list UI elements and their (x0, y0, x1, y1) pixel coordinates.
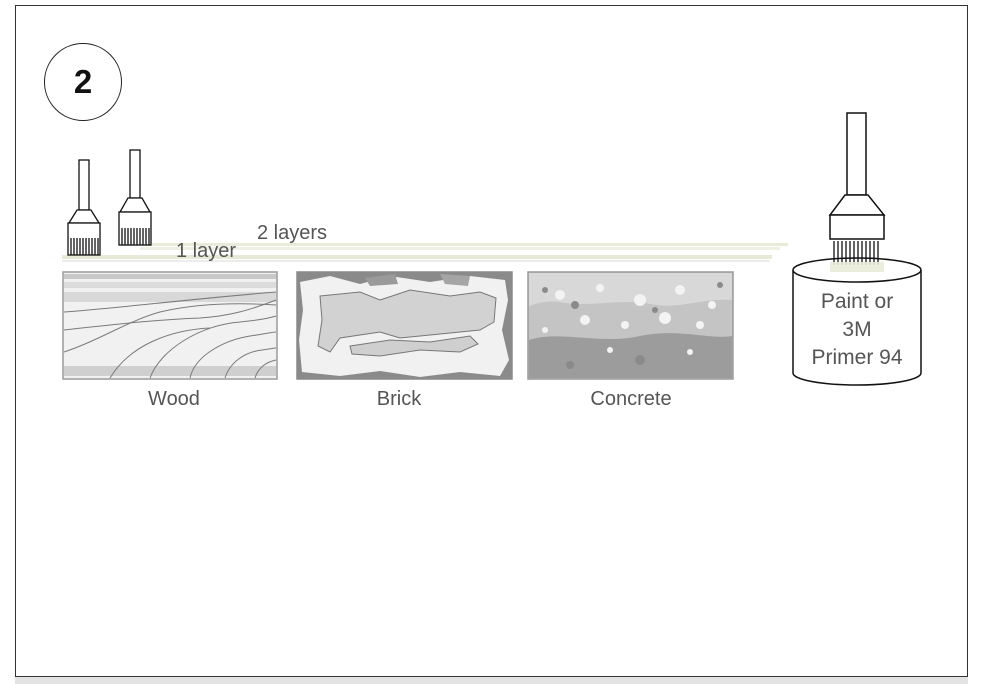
paint-brush-icon (118, 149, 152, 246)
wood-surface-image (62, 271, 278, 380)
layer-strips (62, 243, 788, 262)
paint-can-label-line: Primer 94 (811, 346, 903, 369)
step-number-badge: 2 (44, 43, 122, 121)
page-shadow (15, 677, 968, 684)
concrete-surface-image (527, 271, 734, 380)
paint-can-label-line: 3M (842, 318, 872, 341)
one-layer-label: 1 layer (176, 240, 237, 262)
surface-label-wood: Wood (148, 388, 200, 410)
layer-strip-2a (140, 243, 788, 246)
two-layers-label: 2 layers (257, 222, 328, 244)
layer-strip-1 (62, 255, 772, 259)
paint-brush-icon (67, 159, 101, 256)
brick-surface-image (296, 271, 513, 380)
paint-can-label-line: Paint or (820, 290, 894, 313)
paint-can-label: Paint or 3M Primer 94 (792, 288, 922, 372)
surface-label-brick: Brick (376, 388, 422, 410)
surface-label-concrete: Concrete (590, 388, 672, 410)
paint-can-brush-icon (828, 112, 886, 272)
layer-strip-2b (140, 247, 780, 250)
